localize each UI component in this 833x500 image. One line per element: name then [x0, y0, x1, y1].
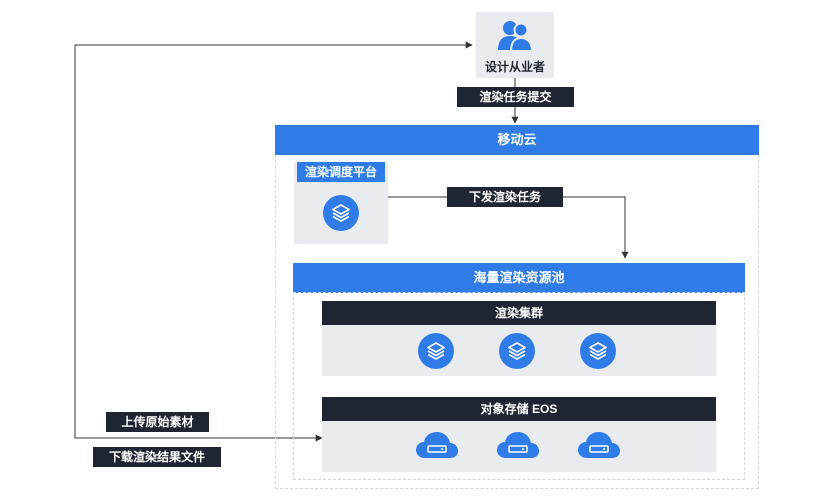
cluster-title: 渲染集群 — [322, 301, 716, 325]
cloud-drive-icon — [578, 432, 620, 458]
designer-label: 设计从业者 — [484, 60, 545, 74]
platform-layers-icon — [323, 195, 359, 231]
users-icon — [498, 21, 533, 52]
designer-box: 设计从业者 — [476, 12, 554, 78]
cluster-layers-icon — [499, 333, 535, 369]
render-submit-label: 渲染任务提交 — [457, 87, 574, 107]
dispatch-label: 下发渲染任务 — [447, 187, 563, 207]
pool-title: 海量渲染资源池 — [293, 263, 745, 293]
cloud-drive-icon — [416, 432, 458, 458]
pool-container — [293, 292, 745, 480]
cloud-title: 移动云 — [275, 125, 759, 155]
download-label: 下载渲染结果文件 — [93, 447, 221, 467]
cloud-drive-icon — [497, 432, 539, 458]
cluster-layers-icon — [580, 333, 616, 369]
upload-label: 上传原始素材 — [106, 412, 209, 432]
storage-title: 对象存储 EOS — [322, 397, 716, 421]
cluster-layers-icon — [418, 333, 454, 369]
platform-title: 渲染调度平台 — [297, 162, 385, 182]
